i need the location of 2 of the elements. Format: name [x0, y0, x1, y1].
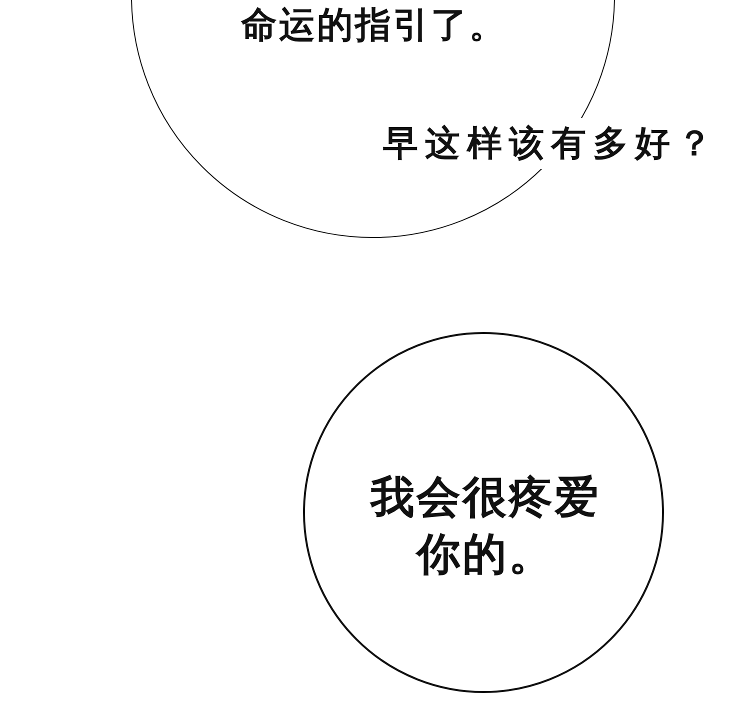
dialogue-text: 命运的指引了。 [240, 4, 508, 48]
dialogue-text: 我会很疼爱你的。 [368, 471, 602, 582]
